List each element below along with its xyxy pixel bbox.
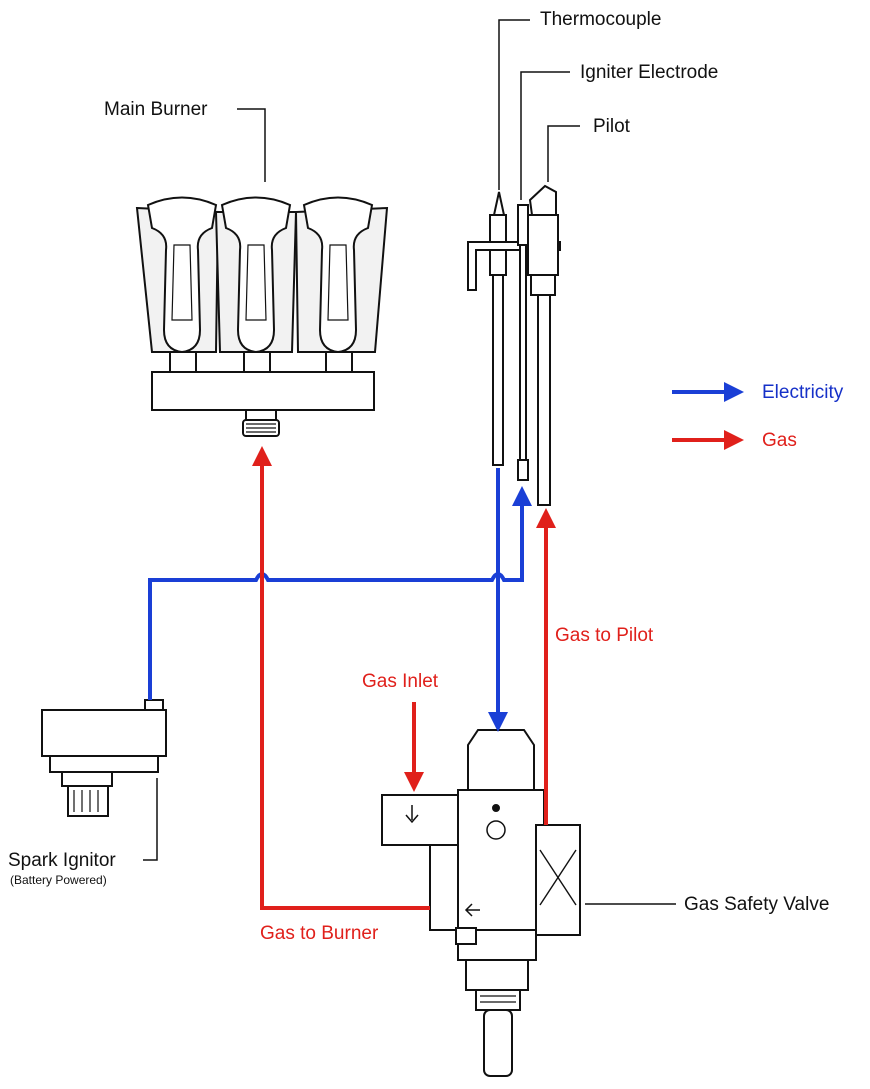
pilot-assembly-icon bbox=[467, 184, 561, 506]
spark-ignitor-sublabel: (Battery Powered) bbox=[10, 873, 107, 887]
gas-to-burner-label: Gas to Burner bbox=[260, 923, 379, 944]
pilot-label: Pilot bbox=[593, 116, 630, 137]
gas-lines bbox=[252, 446, 556, 910]
spark-ignitor-leader bbox=[143, 778, 158, 861]
main-burner-leader bbox=[237, 108, 266, 182]
electricity-lines bbox=[148, 468, 532, 732]
igniter-electrode-leader bbox=[520, 71, 570, 200]
leader-lines bbox=[143, 19, 676, 905]
gas-inlet-label: Gas Inlet bbox=[362, 671, 439, 692]
gas-to-pilot-label: Gas to Pilot bbox=[555, 625, 654, 646]
thermocouple-leader bbox=[498, 19, 530, 190]
igniter-electrode-label: Igniter Electrode bbox=[580, 62, 719, 83]
ignitor-to-electrode-wire bbox=[148, 486, 532, 700]
gas-safety-valve-label: Gas Safety Valve bbox=[684, 894, 830, 915]
main-burner-icon bbox=[135, 196, 389, 437]
main-burner-label: Main Burner bbox=[104, 99, 208, 120]
thermocouple-label: Thermocouple bbox=[540, 9, 662, 30]
gas-safety-valve-icon bbox=[381, 729, 581, 1077]
spark-ignitor-icon bbox=[41, 699, 167, 817]
legend-gas-label: Gas bbox=[762, 430, 797, 451]
legend bbox=[672, 382, 744, 450]
spark-ignitor-label: Spark Ignitor bbox=[8, 850, 116, 871]
gas-to-burner-line bbox=[252, 446, 430, 910]
legend-electricity-label: Electricity bbox=[762, 382, 844, 403]
pilot-leader bbox=[547, 125, 580, 182]
